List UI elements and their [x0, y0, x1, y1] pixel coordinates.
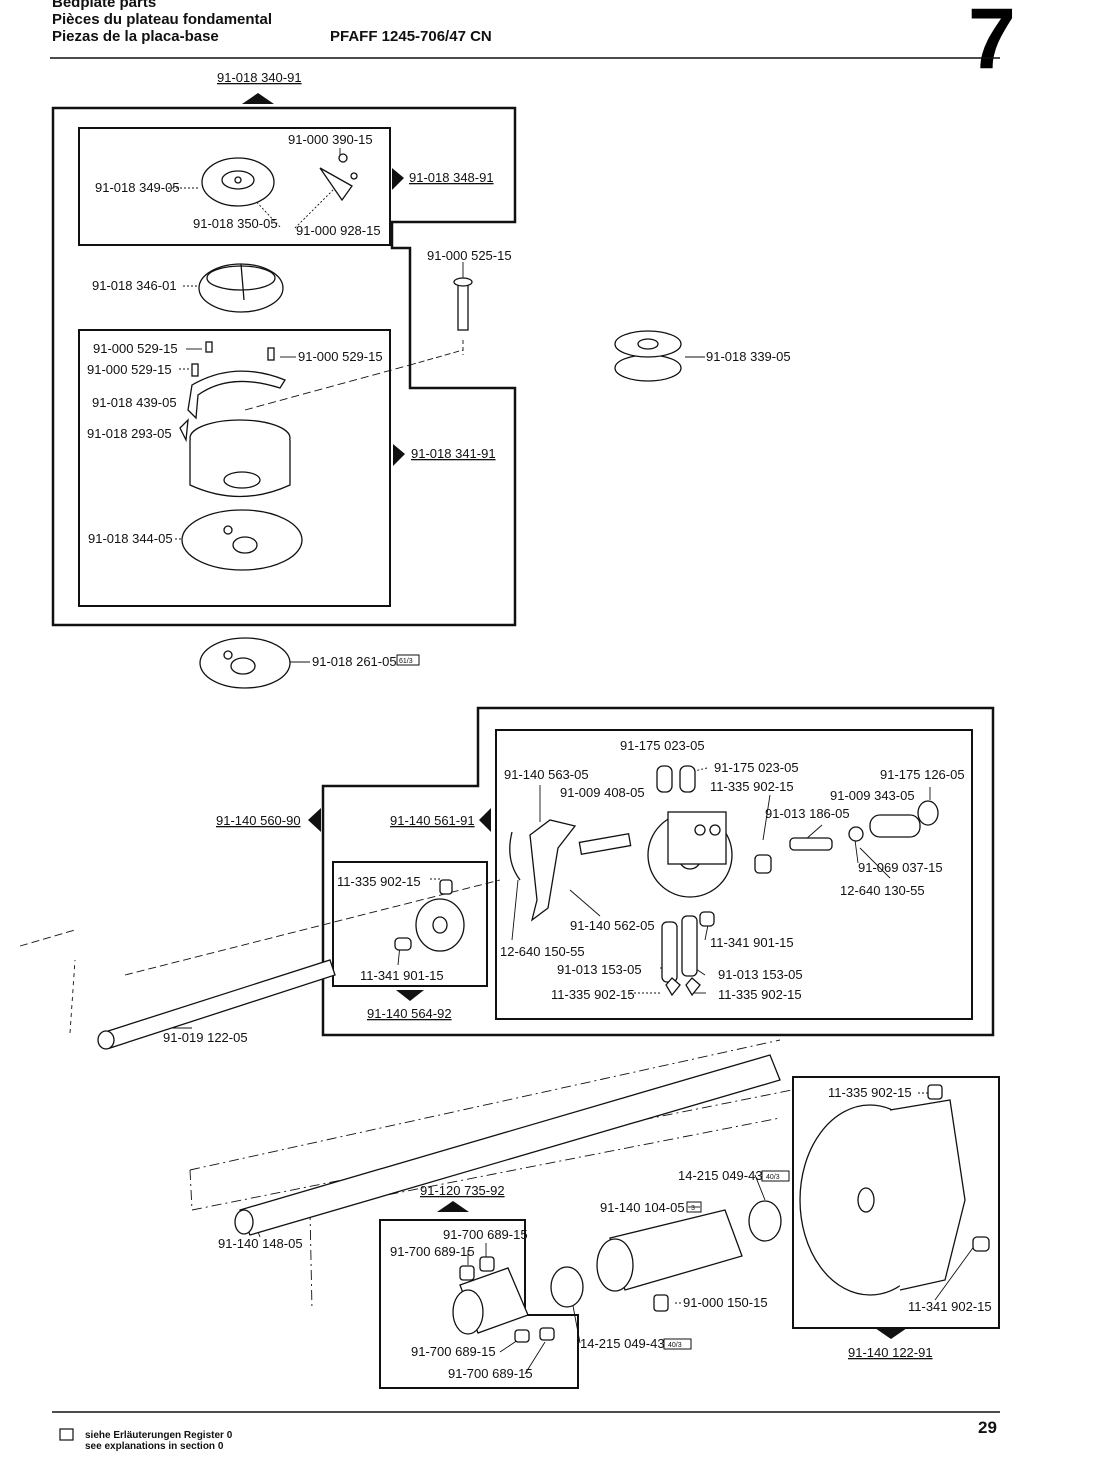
- footer-note-english: see explanations in section 0: [85, 1441, 224, 1452]
- part-label: 91-700 689-15: [443, 1227, 528, 1242]
- reference-box-label: 61/3: [399, 658, 413, 665]
- assembly-bobbin-case-label: 91-018 348-91: [409, 170, 494, 185]
- part-label: 14-215 049-43: [678, 1168, 763, 1183]
- part-label: 91-013 186-05: [765, 806, 850, 821]
- part-label: 91-140 562-05: [570, 918, 655, 933]
- part-label: 91-175 023-05: [620, 738, 705, 753]
- footer-note-german: siehe Erläuterungen Register 0: [85, 1430, 233, 1441]
- assembly-eccentric-group-label: 91-140 560-90: [216, 813, 301, 828]
- section-number: 7: [968, 0, 1016, 87]
- assembly-shaft-collar-label: 91-120 735-92: [420, 1183, 505, 1198]
- part-label: 91-013 153-05: [557, 962, 642, 977]
- part-label: 11-341 901-15: [710, 935, 794, 950]
- page-number: 29: [978, 1418, 997, 1437]
- assembly-eccentric-label: 91-140 561-91: [390, 813, 475, 828]
- title-french: Pièces du plateau fondamental: [52, 11, 273, 28]
- part-label: 91-018 350-05: [193, 216, 278, 231]
- model-number: PFAFF 1245-706/47 CN: [330, 28, 492, 45]
- part-label: 91-000 150-15: [683, 1295, 768, 1310]
- part-label: 91-009 343-05: [830, 788, 915, 803]
- part-label: 91-140 148-05: [218, 1236, 303, 1251]
- part-label: 91-019 122-05: [163, 1030, 248, 1045]
- part-label: 12-640 150-55: [500, 944, 585, 959]
- part-label: 91-000 529-15: [93, 341, 178, 356]
- title-spanish: Piezas de la placa-base: [52, 28, 219, 45]
- part-label: 11-335 902-15: [718, 987, 802, 1002]
- part-label: 91-175 126-05: [880, 767, 965, 782]
- reference-box-label: 3: [691, 1205, 695, 1212]
- part-label: 91-000 390-15: [288, 132, 373, 147]
- part-label: 11-335 902-15: [710, 779, 794, 794]
- assembly-hook-label: 91-018 340-91: [217, 70, 302, 85]
- part-label: 91-700 689-15: [411, 1344, 496, 1359]
- part-label: 91-009 408-05: [560, 785, 645, 800]
- part-label: 91-018 439-05: [92, 395, 177, 410]
- part-label: 91-700 689-15: [448, 1366, 533, 1381]
- part-label: 91-018 293-05: [87, 426, 172, 441]
- part-label: 91-018 339-05: [706, 349, 791, 364]
- part-label: 91-175 023-05: [714, 760, 799, 775]
- part-label: 91-140 104-05: [600, 1200, 685, 1215]
- reference-box-label: 40/3: [766, 1174, 780, 1181]
- part-label: 12-640 130-55: [840, 883, 925, 898]
- part-label: 11-341 902-15: [908, 1299, 992, 1314]
- part-label: 91-018 346-01: [92, 278, 177, 293]
- part-label: 11-335 902-15: [337, 874, 421, 889]
- part-label: 91-000 525-15: [427, 248, 512, 263]
- part-label: 91-018 349-05: [95, 180, 180, 195]
- reference-box-label: 40/3: [668, 1342, 682, 1349]
- assembly-pulley-label: 91-140 122-91: [848, 1345, 933, 1360]
- part-label: 91-700 689-15: [390, 1244, 475, 1259]
- title-english: Bedplate parts: [52, 0, 157, 11]
- part-label: 11-335 902-15: [828, 1085, 912, 1100]
- assembly-hook-body-label: 91-018 341-91: [411, 446, 496, 461]
- part-label: 91-018 344-05: [88, 531, 173, 546]
- part-label: 91-018 261-05: [312, 654, 397, 669]
- part-label: 91-000 529-15: [87, 362, 172, 377]
- part-label: 91-069 037-15: [858, 860, 943, 875]
- part-label: 91-000 928-15: [296, 223, 381, 238]
- part-label: 11-341 901-15: [360, 968, 444, 983]
- part-label: 14-215 049-43: [580, 1336, 665, 1351]
- part-label: 91-013 153-05: [718, 967, 803, 982]
- part-label: 91-140 563-05: [504, 767, 589, 782]
- assembly-collar-label: 91-140 564-92: [367, 1006, 452, 1021]
- part-label: 11-335 902-15: [551, 987, 635, 1002]
- part-label: 91-000 529-15: [298, 349, 383, 364]
